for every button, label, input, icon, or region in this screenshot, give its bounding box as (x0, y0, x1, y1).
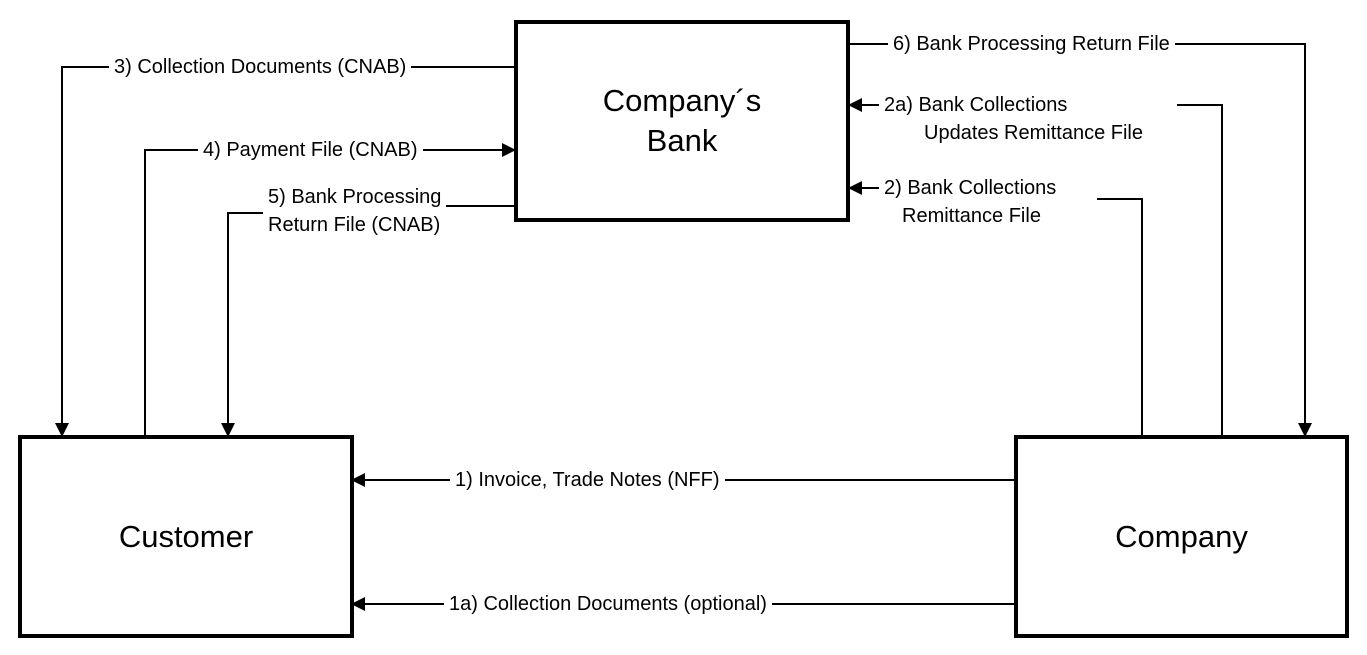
flow-5-arrowhead (221, 423, 235, 437)
flow-6-label-text: 6) Bank Processing Return File (893, 33, 1170, 55)
node-company-label: Company (1115, 518, 1248, 554)
flow-4-label: 4) Payment File (CNAB) (198, 136, 423, 164)
flow-2a-line (862, 104, 1223, 439)
flow-2-arrowhead (848, 181, 862, 195)
flow-6-arrowhead (1298, 423, 1312, 437)
flow-2-label-line1: 2) Bank Collections (884, 177, 1057, 199)
node-customer-label: Customer (118, 518, 254, 554)
node-company-bank-label-line2: Bank (646, 123, 718, 158)
flow-3-line (61, 66, 517, 424)
flow-3-label: 3) Collection Documents (CNAB) (109, 53, 412, 81)
flow-3-arrowhead (55, 423, 69, 437)
flow-6-label: 6) Bank Processing Return File (888, 30, 1175, 58)
flow-2a-label-line2: Updates Remittance File (924, 122, 1143, 144)
flow-1-label-text: 1) Invoice, Trade Notes (NFF) (455, 469, 720, 491)
flow-5-label-line2: Return File (CNAB) (268, 214, 441, 236)
flow-2a-arrowhead (848, 98, 862, 112)
flow-2-label: 2) Bank Collections Remittance File (879, 174, 1062, 230)
flow-2-label-line2: Remittance File (902, 205, 1041, 227)
flow-4-label-text: 4) Payment File (CNAB) (203, 139, 418, 161)
node-company: Company (1014, 435, 1349, 638)
flow-1a-arrowhead (351, 597, 365, 611)
flow-2a-label: 2a) Bank Collections Updates Remittance … (879, 91, 1148, 147)
flow-1a-label: 1a) Collection Documents (optional) (444, 590, 772, 618)
node-company-bank-label-line1: Company´s (602, 83, 762, 118)
flow-5-label: 5) Bank Processing Return File (CNAB) (263, 183, 447, 239)
flow-1-label: 1) Invoice, Trade Notes (NFF) (450, 466, 725, 494)
flow-5-label-line1: 5) Bank Processing (268, 186, 442, 208)
flow-4-arrowhead (502, 143, 516, 157)
flow-2a-label-line1: 2a) Bank Collections (884, 94, 1068, 116)
node-company-bank: Company´s Bank (514, 20, 850, 222)
flow-3-label-text: 3) Collection Documents (CNAB) (114, 56, 407, 78)
flow-1-arrowhead (351, 473, 365, 487)
node-customer: Customer (18, 435, 354, 638)
flow-1a-label-text: 1a) Collection Documents (optional) (449, 593, 767, 615)
